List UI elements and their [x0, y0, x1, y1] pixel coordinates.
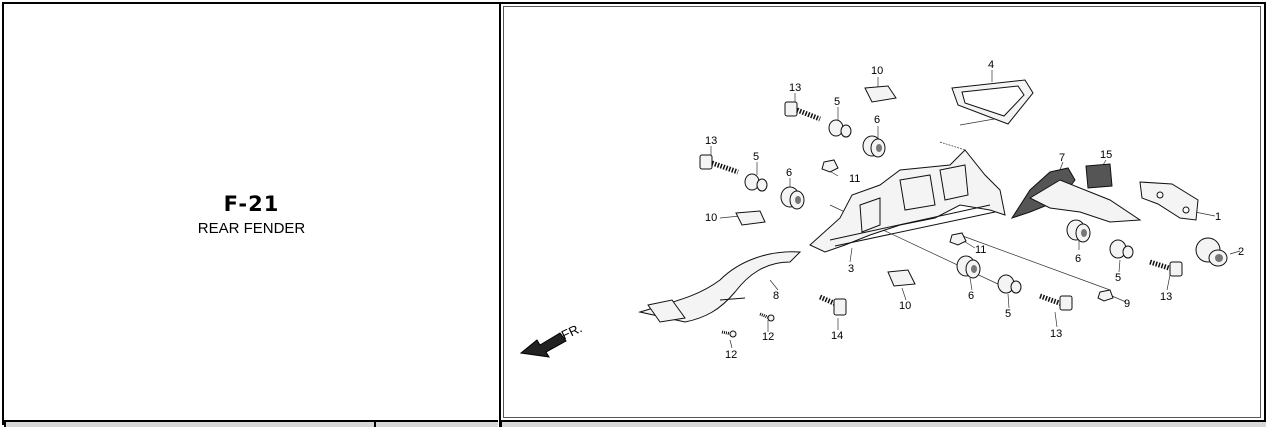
- part-3-rear-fender-main: [809, 149, 1006, 253]
- callout-10b: 10: [705, 212, 717, 224]
- callout-6c: 6: [1075, 253, 1081, 265]
- front-direction-arrow: [519, 332, 567, 358]
- callout-10a: 10: [871, 65, 883, 77]
- part-10-clip-bottom: [887, 269, 916, 287]
- callout-13c: 13: [1160, 291, 1172, 303]
- callout-1: 1: [1215, 211, 1221, 223]
- callout-6d: 6: [968, 290, 974, 302]
- callout-13a: 13: [789, 82, 801, 94]
- part-5-collar-b: [744, 173, 768, 192]
- part-6-grommet-d: [956, 255, 981, 279]
- part-5-collar-a: [828, 119, 852, 138]
- part-5-collar-d: [997, 274, 1022, 294]
- part-10-clip-left: [735, 210, 766, 226]
- section-code: F-21: [223, 192, 280, 216]
- callout-11a: 11: [849, 173, 860, 185]
- part-4-license-frame: [951, 79, 1034, 125]
- callout-8: 8: [773, 290, 779, 302]
- table-header-cell-2: [374, 420, 498, 427]
- callout-6a: 6: [874, 114, 880, 126]
- part-9-nut: [1097, 289, 1114, 302]
- part-10-clip-top: [864, 85, 897, 103]
- callout-9: 9: [1124, 298, 1130, 310]
- part-14-bolt: [818, 294, 847, 316]
- table-header-cell-1: [4, 420, 376, 427]
- part-11-nut-a: [821, 159, 839, 173]
- callout-4: 4: [988, 59, 994, 71]
- part-12-screw-a: [759, 312, 775, 322]
- part-13-bolt-c: [1149, 259, 1183, 277]
- panel-divider: [499, 2, 501, 427]
- callout-11b: 11: [975, 244, 986, 256]
- part-13-bolt-a: [784, 101, 821, 122]
- callout-14: 14: [831, 330, 843, 342]
- callout-5c: 5: [1115, 272, 1121, 284]
- part-1-bracket: [1139, 181, 1199, 221]
- part-12-screw-b: [721, 330, 737, 338]
- part-2-rear-lamp-socket: [1195, 237, 1228, 267]
- direction-label: FR.: [559, 320, 584, 342]
- callout-6b: 6: [786, 167, 792, 179]
- part-15-reflector: [1085, 163, 1113, 189]
- callout-5d: 5: [1005, 308, 1011, 320]
- section-name: REAR FENDER: [197, 220, 306, 237]
- callout-12b: 12: [725, 349, 737, 361]
- part-8-rear-hugger: [638, 251, 802, 323]
- part-7-rear-cover: [1010, 167, 1142, 223]
- part-5-collar-c: [1109, 239, 1134, 259]
- section-title-panel: F-21 REAR FENDER: [4, 4, 499, 420]
- part-6-grommet-a: [862, 135, 886, 158]
- callout-5b: 5: [753, 151, 759, 163]
- callout-13b: 13: [705, 135, 717, 147]
- callout-13d: 13: [1050, 328, 1062, 340]
- part-13-bolt-b: [699, 154, 739, 175]
- part-13-bolt-d: [1039, 293, 1073, 311]
- callout-5a: 5: [834, 96, 840, 108]
- callout-3: 3: [848, 263, 854, 275]
- part-6-grommet-c: [1066, 219, 1091, 243]
- part-11-nut-b: [949, 232, 967, 246]
- part-6-grommet-b: [780, 186, 805, 210]
- diagram-frame: [503, 6, 1261, 418]
- callout-15: 15: [1100, 149, 1112, 161]
- callout-10c: 10: [899, 300, 911, 312]
- callout-7: 7: [1059, 152, 1065, 164]
- callout-2: 2: [1238, 246, 1244, 258]
- table-header-cell-3: [500, 420, 1266, 427]
- callout-12a: 12: [762, 331, 774, 343]
